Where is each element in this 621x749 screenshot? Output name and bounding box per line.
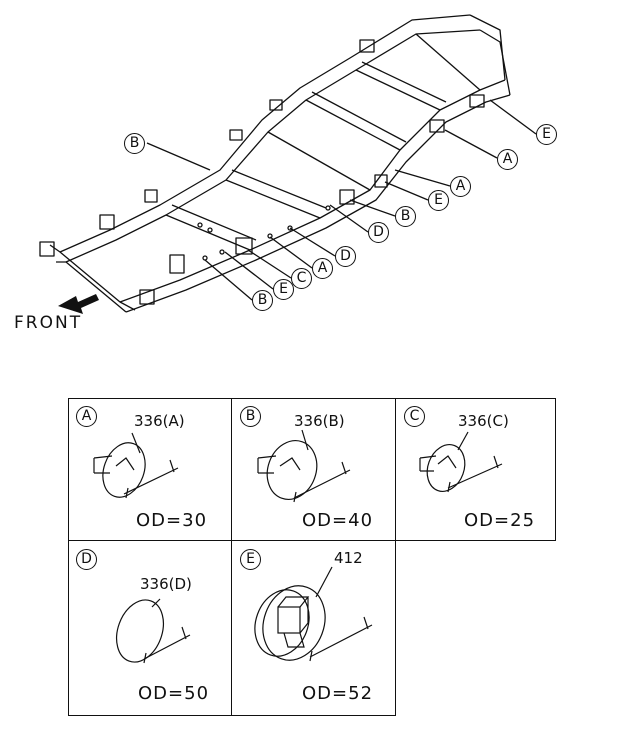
legend-key-d: D bbox=[76, 549, 97, 570]
legend-key-c: C bbox=[404, 406, 425, 427]
grommet-e-drawing bbox=[254, 566, 373, 662]
legend-cell-d: D 336(D) OD=50 bbox=[68, 541, 231, 704]
plug-c-drawing bbox=[419, 431, 503, 493]
grid-divider-1 bbox=[231, 398, 233, 716]
grid-border-right bbox=[555, 398, 557, 541]
part-number-a: 336(A) bbox=[134, 412, 185, 430]
frame-callout-e: E bbox=[273, 279, 294, 300]
frame-callout-b: B bbox=[252, 290, 273, 311]
legend-cell-b: B 336(B) OD=40 bbox=[232, 398, 395, 538]
plug-b-drawing bbox=[257, 429, 351, 503]
frame-callout-e: E bbox=[428, 190, 449, 211]
grid-divider-2 bbox=[395, 398, 397, 716]
legend-cell-c: C 336(C) OD=25 bbox=[396, 398, 559, 538]
chassis-frame-drawing bbox=[39, 14, 537, 314]
part-number-b: 336(B) bbox=[294, 412, 345, 430]
frame-callout-a: A bbox=[312, 258, 333, 279]
front-label: FRONT bbox=[14, 313, 83, 333]
grid-border-left bbox=[68, 398, 70, 716]
plug-d-drawing bbox=[116, 598, 191, 664]
frame-callout-e: E bbox=[536, 124, 557, 145]
od-value-d: OD=50 bbox=[138, 683, 210, 704]
legend-cell-e: E 412 OD=52 bbox=[232, 541, 395, 704]
legend-key-b: B bbox=[240, 406, 261, 427]
legend-cell-a: A 336(A) OD=30 bbox=[68, 398, 231, 538]
part-number-e: 412 bbox=[334, 549, 363, 567]
legend-key-e: E bbox=[240, 549, 261, 570]
grid-border-top-right bbox=[395, 398, 556, 400]
od-value-c: OD=25 bbox=[464, 510, 536, 531]
grid-mid-horizontal bbox=[68, 540, 556, 542]
part-number-c: 336(C) bbox=[458, 412, 509, 430]
plug-a-drawing bbox=[93, 432, 179, 499]
frame-callout-d: D bbox=[368, 222, 389, 243]
frame-callout-c: C bbox=[291, 268, 312, 289]
frame-callout-a: A bbox=[497, 149, 518, 170]
frame-callout-d: D bbox=[335, 246, 356, 267]
od-value-b: OD=40 bbox=[302, 510, 374, 531]
frame-callout-b: B bbox=[124, 133, 145, 154]
part-number-d: 336(D) bbox=[140, 575, 192, 593]
legend-grid: A 336(A) OD=30 B 336(B) OD=40 bbox=[68, 398, 559, 717]
od-value-e: OD=52 bbox=[302, 683, 374, 704]
legend-key-a: A bbox=[76, 406, 97, 427]
od-value-a: OD=30 bbox=[136, 510, 208, 531]
frame-callout-a: A bbox=[450, 176, 471, 197]
front-arrow-icon bbox=[58, 294, 99, 314]
frame-callout-b: B bbox=[395, 206, 416, 227]
